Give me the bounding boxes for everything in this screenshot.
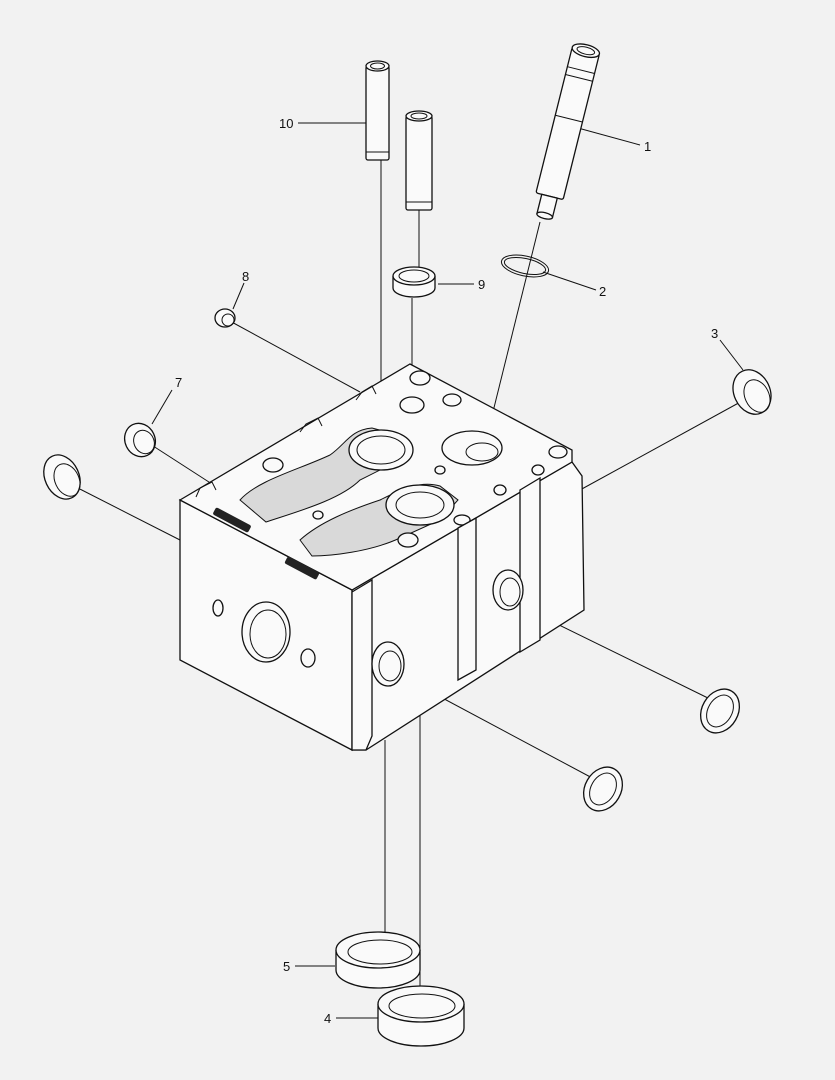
part-4-valve-seat — [377, 985, 465, 1047]
callout-label-3: 3 — [711, 326, 718, 341]
callout-label-5: 5 — [283, 959, 290, 974]
callout-1: 1 — [577, 127, 651, 154]
cylinder-head — [178, 363, 585, 752]
cup-plug-left — [43, 454, 81, 500]
callout-2: 2 — [542, 271, 606, 299]
part-8-plug — [214, 308, 236, 328]
callout-label-1: 1 — [644, 139, 651, 154]
part-7-cup-plug — [123, 422, 157, 458]
seal-ring-right-lower — [699, 688, 741, 734]
part-10-sleeve-left — [365, 60, 390, 161]
part-9-seal-ring — [392, 266, 436, 298]
part-10-sleeve-right — [405, 110, 433, 211]
callout-4: 4 — [324, 1011, 380, 1026]
callout-label-7: 7 — [175, 375, 182, 390]
part-5-valve-seat — [335, 931, 421, 989]
callout-8: 8 — [232, 269, 249, 310]
callout-10: 10 — [279, 116, 368, 131]
assembly-lines — [69, 160, 745, 1020]
callout-9: 9 — [438, 277, 485, 292]
callout-3: 3 — [711, 326, 744, 371]
callout-label-2: 2 — [599, 284, 606, 299]
part-3-cup-plug — [732, 369, 772, 415]
seal-ring-center-lower — [582, 766, 624, 812]
part-1-injector-sleeve — [535, 43, 601, 220]
callout-label-8: 8 — [242, 269, 249, 284]
callout-label-4: 4 — [324, 1011, 331, 1026]
callout-5: 5 — [283, 959, 335, 974]
callout-label-10: 10 — [279, 116, 293, 131]
callout-7: 7 — [151, 375, 182, 425]
part-2-o-ring — [500, 254, 550, 278]
callout-label-9: 9 — [478, 277, 485, 292]
